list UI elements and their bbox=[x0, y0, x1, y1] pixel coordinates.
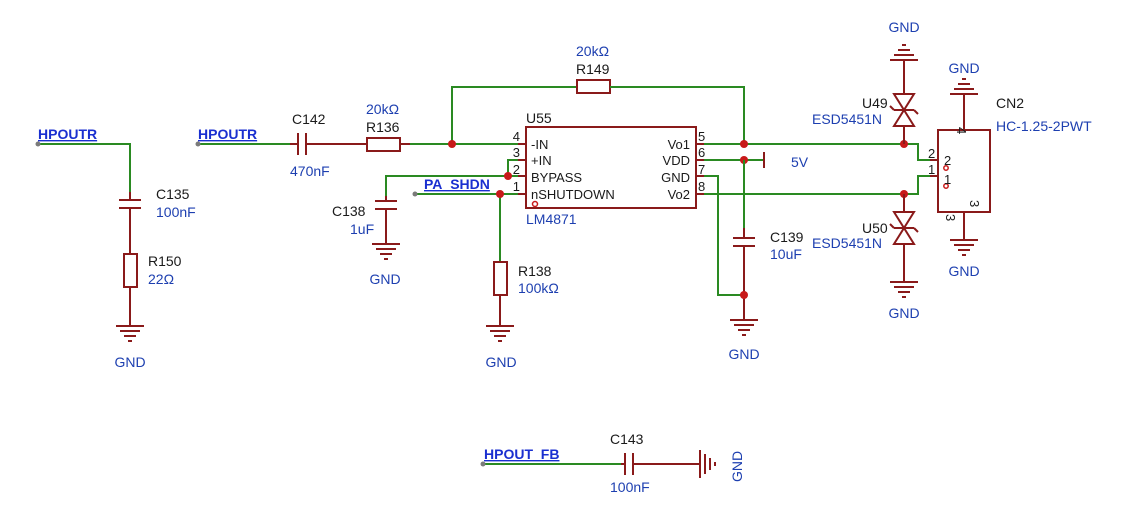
u55-ref: U55 bbox=[526, 110, 552, 126]
u50-ref: U50 bbox=[862, 220, 888, 236]
cn2-pin2-num-outer: 2 bbox=[928, 146, 935, 161]
cn2-pin2-num: 2 bbox=[944, 153, 951, 168]
r150-ref: R150 bbox=[148, 253, 182, 269]
u50-value: ESD5451N bbox=[812, 235, 882, 251]
c139-ref: C139 bbox=[770, 229, 804, 245]
r138-ref: R138 bbox=[518, 263, 552, 279]
gnd-label-u50: GND bbox=[888, 305, 919, 321]
gnd-symbol-c138: GND bbox=[369, 243, 401, 287]
cn2-pin3-num: 3 bbox=[967, 200, 982, 207]
c138-value: 1uF bbox=[350, 221, 374, 237]
u55-pin5-name: Vo1 bbox=[668, 137, 690, 152]
output-wiring: 5V bbox=[704, 140, 930, 296]
net-label-hpoutr-input: HPOUTR bbox=[198, 126, 257, 142]
net-label-pa-shdn: PA_SHDN bbox=[424, 176, 490, 192]
resistor-r150: R150 22Ω bbox=[123, 253, 182, 326]
cn2-pin4-num: 4 bbox=[954, 127, 969, 134]
u55-pin2-name: BYPASS bbox=[531, 170, 582, 185]
net-label-hpout-fb: HPOUT_FB bbox=[484, 446, 559, 462]
cn2-value: HC-1.25-2PWT bbox=[996, 118, 1092, 134]
cn2-pin1-num-outer: 1 bbox=[928, 162, 935, 177]
capacitor-c143: C143 100nF bbox=[610, 431, 700, 495]
u49-value: ESD5451N bbox=[812, 111, 882, 127]
c139-value: 10uF bbox=[770, 246, 802, 262]
ic-u55: U55 LM4871 4 -IN 3 +IN 2 BYPASS 1 nSHUTD… bbox=[513, 110, 705, 227]
resistor-r138: R138 100kΩ bbox=[493, 261, 559, 326]
gnd-label-cn2-bottom: GND bbox=[948, 263, 979, 279]
cn2-pin3-num-outer: 3 bbox=[943, 214, 958, 221]
net-label-hpoutr-left: HPOUTR bbox=[38, 126, 97, 142]
u55-pin1-num: 1 bbox=[513, 179, 520, 194]
u55-pin4-num: 4 bbox=[513, 129, 520, 144]
u55-pin7-num: 7 bbox=[698, 162, 705, 177]
capacitor-c139: C139 10uF bbox=[733, 228, 804, 320]
input-bias-wiring: PA_SHDN bbox=[385, 159, 518, 262]
u55-pin1-name: nSHUTDOWN bbox=[531, 187, 615, 202]
u55-pin8-num: 8 bbox=[698, 179, 705, 194]
r136-value: 20kΩ bbox=[366, 101, 399, 117]
u55-pin6-name: VDD bbox=[663, 153, 690, 168]
resistor-r136: 20kΩ R136 bbox=[366, 101, 410, 152]
resistor-r149: 20kΩ R149 bbox=[576, 43, 611, 94]
c142-ref: C142 bbox=[292, 111, 326, 127]
hpoutr-left-branch: HPOUTR C135 100nF R150 22Ω GND bbox=[35, 126, 196, 370]
c143-value: 100nF bbox=[610, 479, 650, 495]
u55-pin4-name: -IN bbox=[531, 137, 548, 152]
gnd-symbol-r150: GND bbox=[114, 325, 146, 370]
cn2-pin1-num: 1 bbox=[944, 172, 951, 187]
u55-part: LM4871 bbox=[526, 211, 577, 227]
gnd-label-cn2-top: GND bbox=[948, 60, 979, 76]
c143-ref: C143 bbox=[610, 431, 644, 447]
gnd-label-c138: GND bbox=[369, 271, 400, 287]
gnd-symbol-cn2-bottom: GND bbox=[948, 239, 980, 279]
gnd-symbol-u49: GND bbox=[888, 19, 920, 61]
c135-ref: C135 bbox=[156, 186, 190, 202]
connector-cn2: CN2 HC-1.25-2PWT 2 2 1 1 4 3 3 bbox=[928, 94, 1092, 240]
hpout-fb-branch: HPOUT_FB C143 100nF GND bbox=[480, 431, 745, 495]
gnd-symbol-c143: GND bbox=[699, 450, 745, 482]
gnd-label-u49: GND bbox=[888, 19, 919, 35]
gnd-symbol-r138: GND bbox=[485, 325, 517, 370]
r149-value: 20kΩ bbox=[576, 43, 609, 59]
r150-value: 22Ω bbox=[148, 271, 174, 287]
r138-value: 100kΩ bbox=[518, 280, 559, 296]
esd-diode-u49: U49 ESD5451N bbox=[812, 60, 919, 144]
feedback-wire bbox=[610, 86, 745, 144]
cn2-ref: CN2 bbox=[996, 95, 1024, 111]
c138-ref: C138 bbox=[332, 203, 366, 219]
esd-diode-u50: U50 ESD5451N bbox=[812, 194, 919, 282]
c135-value: 100nF bbox=[156, 204, 196, 220]
u49-ref: U49 bbox=[862, 95, 888, 111]
capacitor-c142: C142 470nF bbox=[290, 111, 367, 179]
u55-pin7-name: GND bbox=[661, 170, 690, 185]
u55-pin5-num: 5 bbox=[698, 129, 705, 144]
u55-pin2-num: 2 bbox=[513, 162, 520, 177]
u55-pin3-num: 3 bbox=[513, 145, 520, 160]
r149-ref: R149 bbox=[576, 61, 610, 77]
gnd-label-r150: GND bbox=[114, 354, 145, 370]
net-label-5v: 5V bbox=[791, 154, 809, 170]
gnd-symbol-u50: GND bbox=[888, 281, 920, 321]
u55-pin3-name: +IN bbox=[531, 153, 552, 168]
input-path: HPOUTR C142 470nF 20kΩ R136 bbox=[195, 86, 577, 179]
c142-value: 470nF bbox=[290, 163, 330, 179]
gnd-symbol-c139: GND bbox=[728, 319, 760, 362]
u55-pin6-num: 6 bbox=[698, 145, 705, 160]
gnd-symbol-cn2-top: GND bbox=[948, 60, 980, 95]
u55-pin8-name: Vo2 bbox=[668, 187, 690, 202]
gnd-label-r138: GND bbox=[485, 354, 516, 370]
gnd-label-c143: GND bbox=[729, 451, 745, 482]
gnd-label-c139: GND bbox=[728, 346, 759, 362]
r136-ref: R136 bbox=[366, 119, 400, 135]
capacitor-c138: C138 1uF bbox=[332, 196, 397, 244]
capacitor-c135: C135 100nF bbox=[119, 186, 196, 254]
